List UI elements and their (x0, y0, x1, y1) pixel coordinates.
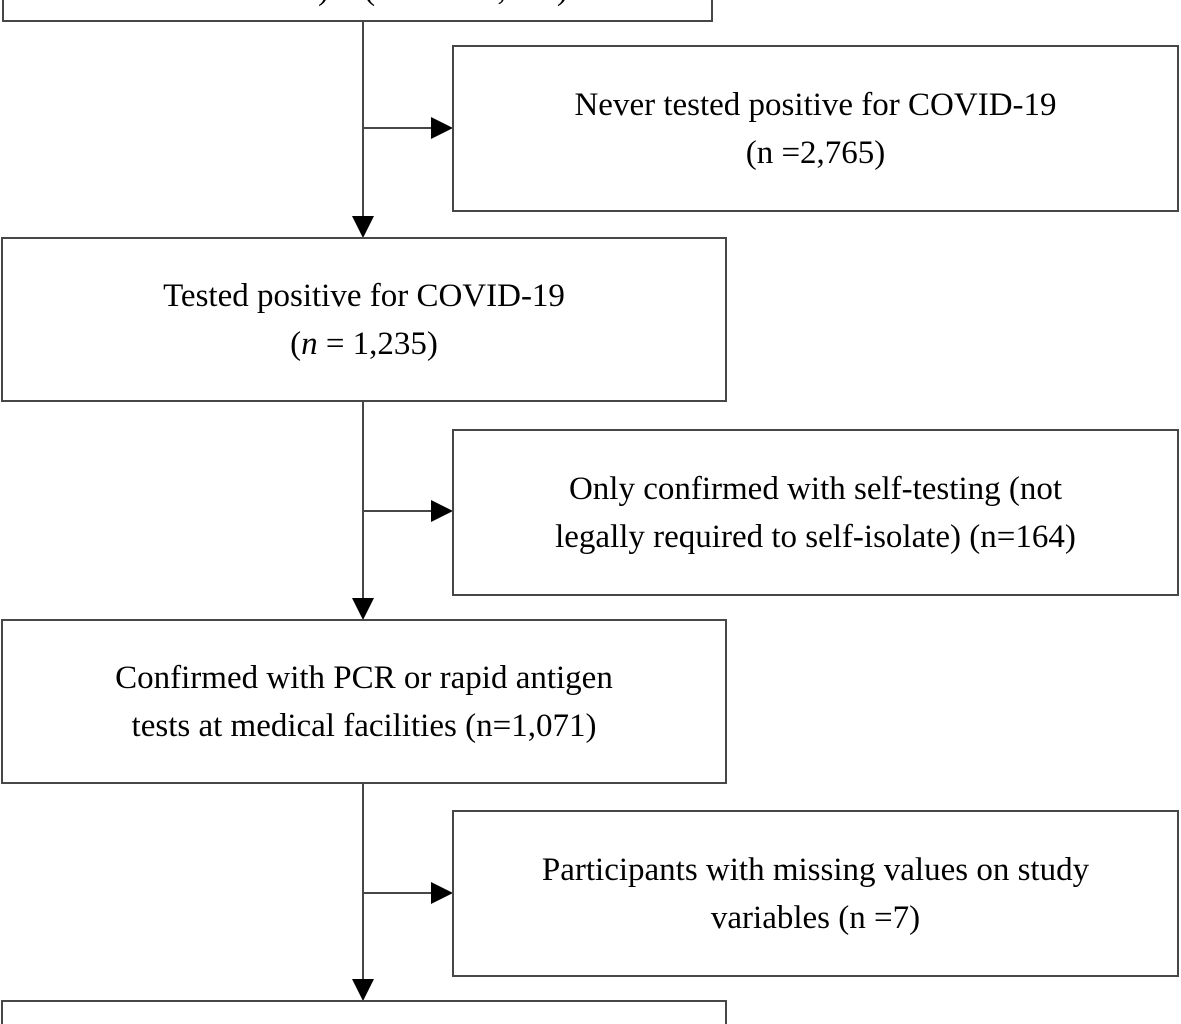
box-text-line: (n = 1,235) (3, 320, 725, 368)
box-text-line: Only confirmed with self-testing (not (568, 470, 1063, 507)
branch-horizontal-1 (363, 127, 432, 129)
box-tested-positive: Tested positive for COVID-19 (n = 1,235) (1, 237, 727, 402)
box-missing-values: Participants with missing values on stud… (452, 810, 1179, 977)
box-text-line: variables (n =7) (710, 899, 921, 936)
box-self-testing-only: Only confirmed with self-testing (not le… (452, 429, 1179, 596)
box-text-line: Tested positive for COVID-19 (163, 277, 565, 314)
arrowhead-right-3-icon (431, 882, 453, 904)
clipped-text-fragment: ) (n = 4,000) (318, 0, 568, 8)
count-rest: = 1,235) (317, 325, 438, 362)
connector-vertical-1 (362, 22, 364, 218)
box-text-line: Never tested positive for COVID-19 (574, 86, 1057, 123)
branch-horizontal-3 (363, 892, 432, 894)
arrowhead-down-2-icon (352, 598, 374, 620)
box-final-sample-clipped (1, 1000, 727, 1024)
arrowhead-right-2-icon (431, 500, 453, 522)
arrowhead-down-3-icon (352, 979, 374, 1001)
box-text-line: (n =2,765) (745, 134, 886, 171)
box-text-line: tests at medical facilities (n=1,071) (131, 707, 597, 744)
box-text-line: Confirmed with PCR or rapid antigen (115, 659, 613, 696)
connector-vertical-3 (362, 783, 364, 981)
box-never-tested-positive: Never tested positive for COVID-19 (n =2… (452, 45, 1179, 212)
italic-n: n (301, 325, 318, 362)
box-text-line: Participants with missing values on stud… (541, 851, 1090, 888)
box-source-population-clipped (2, 0, 713, 22)
connector-vertical-2 (362, 401, 364, 600)
paren-open: ( (290, 325, 302, 362)
arrowhead-right-1-icon (431, 117, 453, 139)
box-confirmed-medical: Confirmed with PCR or rapid antigen test… (1, 619, 727, 784)
box-text-line: legally required to self-isolate) (n=164… (555, 518, 1076, 555)
branch-horizontal-2 (363, 510, 432, 512)
arrowhead-down-1-icon (352, 216, 374, 238)
